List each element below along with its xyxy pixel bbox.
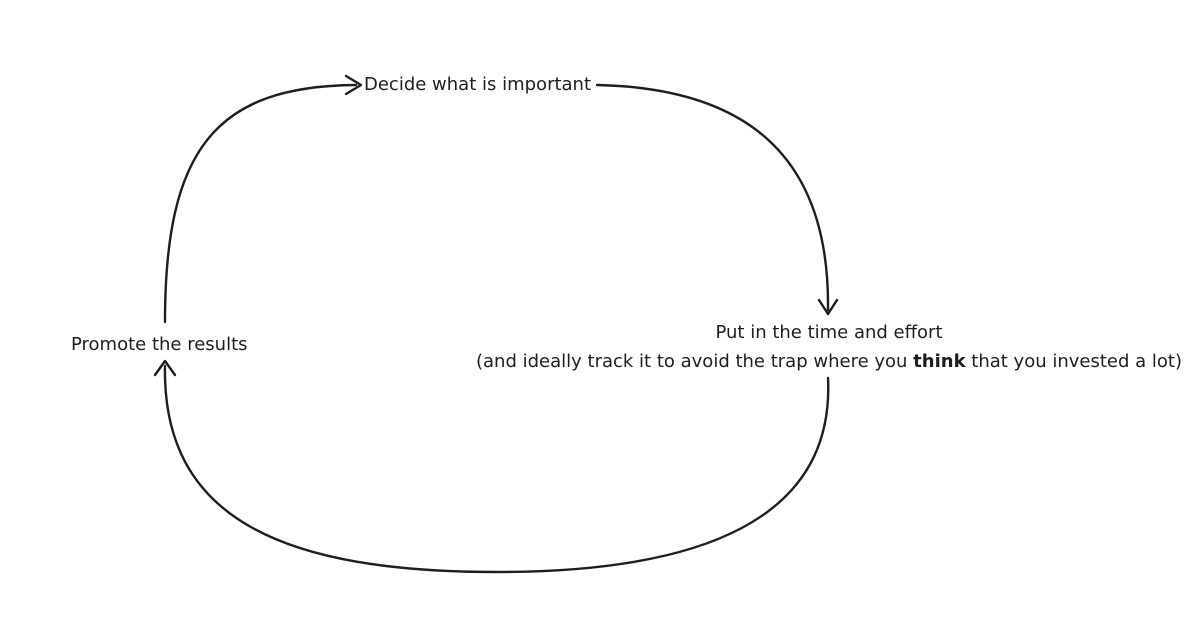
arrow-effort-to-promote <box>163 364 830 574</box>
arrow-decide-to-effort <box>595 83 830 312</box>
node-decide-label: Decide what is important <box>364 74 592 95</box>
node-effort-note: (and ideally track it to avoid the trap … <box>473 347 1185 376</box>
node-effort-note-before: (and ideally track it to avoid the trap … <box>476 351 914 372</box>
arrowhead-at-promote <box>153 359 177 377</box>
node-promote-results: Promote the results <box>71 333 248 357</box>
node-effort-note-after: that you invested a lot) <box>965 351 1182 372</box>
arrowhead-at-effort <box>817 298 839 316</box>
arrow-promote-to-decide <box>163 83 358 324</box>
node-put-in-time-and-effort: Put in the time and effort (and ideally … <box>473 318 1185 376</box>
node-promote-label: Promote the results <box>71 334 248 355</box>
node-decide-what-is-important: Decide what is important <box>362 73 594 97</box>
arrowhead-at-decide <box>344 74 363 96</box>
node-effort-title: Put in the time and effort <box>715 322 943 343</box>
node-effort-note-emphasis: think <box>913 351 966 372</box>
